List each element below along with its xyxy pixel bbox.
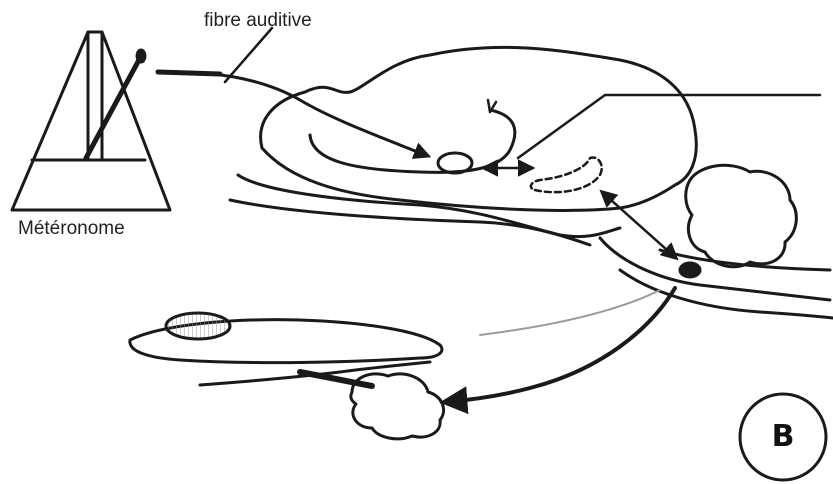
metronome-label: Météronome bbox=[18, 218, 125, 240]
brainstem-nucleus bbox=[680, 263, 700, 277]
nucleus-oval bbox=[438, 153, 472, 173]
descending-pathway bbox=[445, 288, 675, 402]
cerebellum-outline bbox=[686, 165, 797, 266]
metronome-icon bbox=[12, 32, 170, 210]
descending-pathway-grey bbox=[480, 290, 660, 335]
pointer-line bbox=[518, 95, 820, 158]
auditory-fiber bbox=[158, 28, 428, 156]
auditory-fiber-label: fibre auditive bbox=[204, 10, 312, 32]
hatched-nucleus bbox=[166, 313, 230, 339]
forebrain-stalk bbox=[238, 175, 620, 237]
ventral-contour bbox=[230, 200, 590, 245]
cerebrum-outline bbox=[261, 47, 697, 210]
dashed-nucleus bbox=[531, 157, 602, 192]
panel-letter: B bbox=[758, 420, 808, 454]
